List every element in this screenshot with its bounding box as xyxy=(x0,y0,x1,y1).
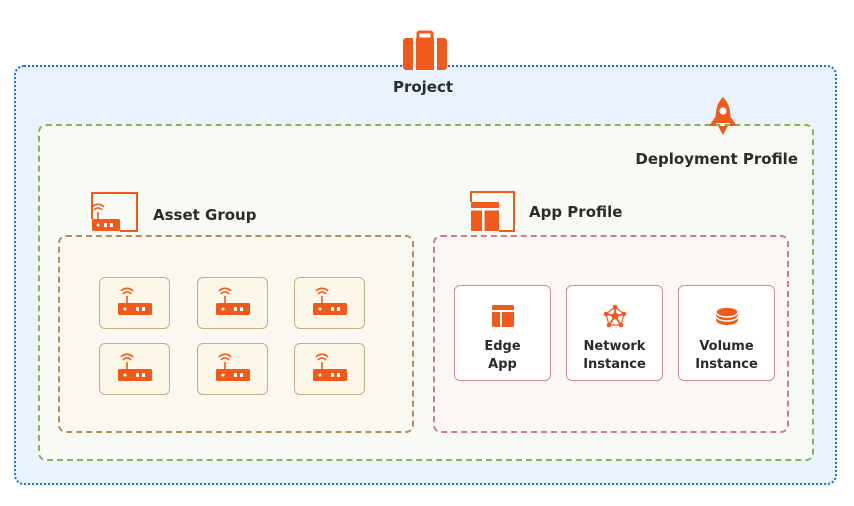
volume-stack-icon xyxy=(714,304,739,328)
edge-app-label: Edge App xyxy=(484,339,521,372)
rocket-icon xyxy=(706,95,740,139)
router-icon xyxy=(312,286,348,320)
router-icon xyxy=(215,352,251,386)
app-layout-icon xyxy=(491,304,514,328)
router-icon xyxy=(312,352,348,386)
volume-instance-card: Volume Instance xyxy=(678,285,775,381)
network-hub-icon xyxy=(603,304,627,328)
router-icon xyxy=(215,286,251,320)
asset-group-label: Asset Group xyxy=(153,206,257,224)
router-icon xyxy=(117,352,153,386)
device-card xyxy=(99,343,170,395)
device-card xyxy=(99,277,170,329)
router-icon xyxy=(117,286,153,320)
device-card xyxy=(294,343,365,395)
network-instance-card: Network Instance xyxy=(566,285,663,381)
device-card xyxy=(197,277,268,329)
device-card xyxy=(197,343,268,395)
edge-app-card: Edge App xyxy=(454,285,551,381)
briefcase-icon xyxy=(401,30,449,72)
device-card xyxy=(294,277,365,329)
deployment-profile-label: Deployment Profile xyxy=(635,150,798,168)
volume-instance-label: Volume Instance xyxy=(695,339,758,372)
project-label: Project xyxy=(392,78,454,96)
network-instance-label: Network Instance xyxy=(583,339,646,372)
app-profile-label: App Profile xyxy=(529,203,623,221)
router-window-icon xyxy=(90,191,140,233)
app-window-icon xyxy=(469,190,516,233)
asset-group-container xyxy=(58,235,414,433)
